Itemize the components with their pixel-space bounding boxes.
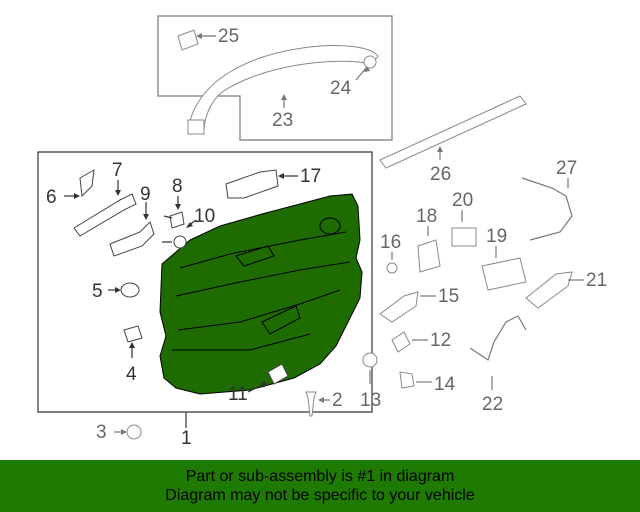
part-3-clip [126, 424, 142, 440]
callout-11: 11 [228, 384, 248, 405]
part-22-cable [469, 315, 527, 361]
part-9-bracket [109, 221, 155, 257]
callout-14: 14 [434, 374, 456, 395]
callout-16: 16 [380, 232, 401, 253]
callout-13: 13 [360, 390, 381, 411]
parts-diagram: 1 2 3 4 5 6 7 8 9 10 11 12 13 14 15 16 1… [37, 15, 607, 449]
callout-27: 27 [556, 158, 577, 179]
notice-line-1: Part or sub-assembly is #1 in diagram [185, 468, 455, 485]
callout-12: 12 [430, 330, 451, 351]
part-15-handle [379, 291, 419, 323]
callout-8: 8 [172, 176, 183, 197]
callout-26: 26 [430, 164, 451, 185]
callout-22: 22 [482, 394, 503, 415]
callout-7: 7 [112, 160, 123, 181]
callout-20: 20 [452, 190, 473, 211]
callout-24: 24 [330, 78, 352, 99]
callout-9: 9 [140, 184, 151, 205]
part-25-clip [177, 29, 199, 51]
part-19-switch [481, 257, 527, 291]
part-10-screw [173, 235, 187, 249]
part-5-retainer [120, 282, 140, 298]
part-6-bracket [79, 169, 95, 198]
part-12-clip [391, 331, 411, 353]
callout-10: 10 [194, 206, 215, 227]
callout-2: 2 [332, 390, 343, 411]
callout-18: 18 [416, 206, 437, 227]
part-17-bracket [225, 169, 279, 199]
callout-4: 4 [126, 364, 137, 385]
callout-21: 21 [586, 270, 607, 291]
main-assembly-box [37, 151, 373, 413]
part-1-door-trim-panel [159, 193, 363, 395]
part-24-clip [363, 55, 377, 69]
part-16-clip [386, 262, 398, 274]
part-7-bracket [73, 193, 137, 237]
part-14-screw [399, 371, 415, 389]
callout-23: 23 [272, 110, 293, 131]
callout-17: 17 [300, 166, 321, 187]
part-2-pin [305, 391, 317, 417]
part-11-clip [267, 363, 289, 385]
notice-line-2: Diagram may not be specific to your vehi… [165, 487, 475, 504]
part-18-switch [417, 239, 441, 273]
part-26-weatherstrip [379, 95, 527, 169]
inset-box-top [157, 15, 393, 141]
callout-5: 5 [92, 281, 103, 302]
part-27-harness [521, 177, 573, 241]
callout-1: 1 [181, 428, 192, 449]
part-20-switch [451, 227, 477, 247]
callout-6: 6 [46, 187, 57, 208]
part-4-clip [123, 325, 143, 343]
part-8-screw [169, 211, 185, 229]
callout-25: 25 [218, 26, 239, 47]
part-13-screw [362, 352, 378, 368]
callout-19: 19 [486, 226, 507, 247]
callout-15: 15 [438, 286, 459, 307]
part-21-handle [525, 271, 573, 309]
notice-banner: Part or sub-assembly is #1 in diagram Di… [0, 460, 640, 512]
callout-3: 3 [96, 422, 107, 443]
